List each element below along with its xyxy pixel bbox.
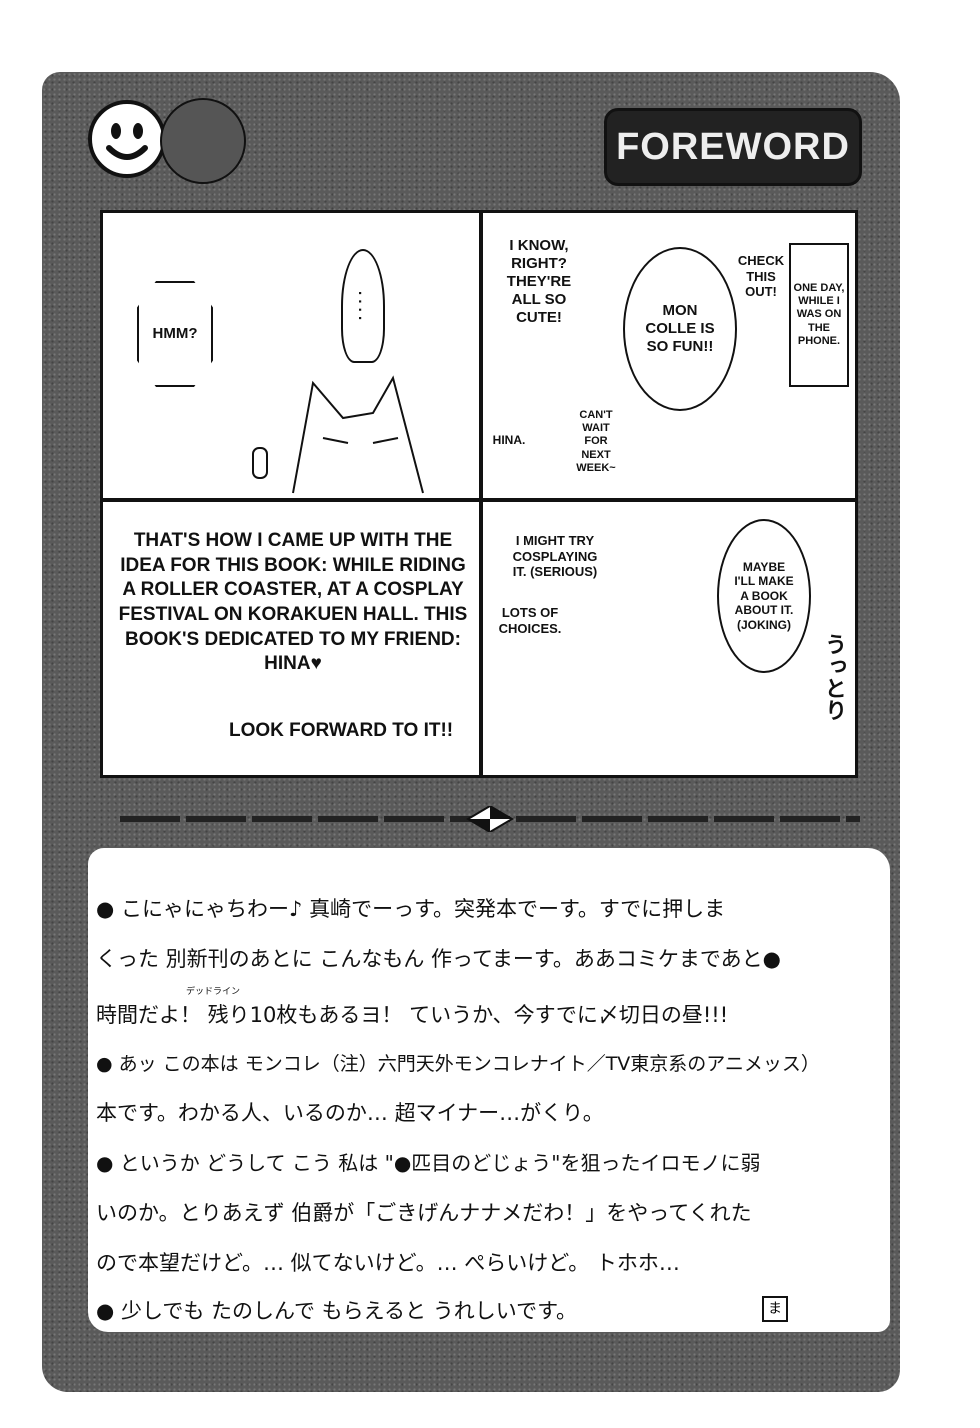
note-line: くった 別新刊のあとに こんなもん 作ってまーす。ああコミケまであと●	[96, 947, 781, 971]
speech-bubble-mon-colle: MON COLLE IS SO FUN!!	[623, 247, 737, 411]
speech-maybe-book-text: MAYBE I'LL MAKE A BOOK ABOUT IT. (JOKING…	[734, 560, 794, 632]
note-line: 本です。わかる人、いるのか… 超マイナー…がくり。	[96, 1101, 604, 1125]
speech-bubble-hmm: HMM?	[137, 281, 213, 387]
speech-cant-wait: CAN'T WAIT FOR NEXT WEEK~	[576, 409, 616, 474]
caption-box: ONE DAY, WHILE I WAS ON THE PHONE.	[789, 243, 849, 387]
empty-circle-icon	[160, 98, 246, 184]
note-line: いのか。とりあえず 伯爵が「ごきげんナナメだわ！」をやってくれた	[96, 1201, 752, 1225]
caption-text: ONE DAY, WHILE I WAS ON THE PHONE.	[793, 282, 845, 347]
note-line: ● 少しでも たのしんで もらえると うれしいです。	[96, 1299, 577, 1323]
comic-panels: HMM? . . . . I KNOW, RIGHT? THEY'RE ALL …	[100, 210, 858, 778]
note-line: ● というか どうして こう 私は "●匹目のどじょう"を狙ったイロモノに弱	[96, 1151, 761, 1175]
speech-hina-reply: I KNOW, RIGHT? THEY'RE ALL SO CUTE!	[506, 237, 572, 326]
note-line: 時間だよ！ 残り10枚もあるヨ！ ていうか、今すでに〆切日の昼!!!	[96, 1003, 729, 1027]
speech-bubble-dots: . . . .	[341, 249, 385, 363]
page-title: FOREWORD	[604, 108, 862, 186]
ornament-divider	[120, 806, 860, 832]
author-notes-box	[88, 848, 890, 1332]
author-signature: ま	[762, 1296, 788, 1322]
cat-on-phone-drawing	[252, 375, 424, 494]
smiley-face-icon	[88, 100, 166, 178]
note-line: ● あッ この本は モンコレ（注）六門天外モンコレナイト／TV東京系のアニメッス…	[96, 1053, 820, 1075]
panel-divider	[479, 213, 483, 775]
look-forward-text: LOOK FORWARD TO IT!!	[229, 720, 454, 741]
speech-cosplay: I MIGHT TRY COSPLAYING IT. (SERIOUS)	[512, 533, 598, 580]
panel-divider	[103, 498, 855, 502]
label-hina: HINA.	[492, 433, 526, 447]
speech-choices: LOTS OF CHOICES.	[498, 605, 562, 636]
note-line: ので本望だけど。… 似てないけど。… ぺらいけど。 トホホ…	[96, 1251, 680, 1275]
note-line: ● こにゃにゃちわー♪ 真崎でーっす。突発本でーす。すでに押しま	[96, 897, 726, 921]
furigana: デッドライン	[186, 987, 241, 997]
narration-text: THAT'S HOW I CAME UP WITH THE IDEA FOR T…	[118, 530, 468, 675]
speech-check-this-out: CHECK THIS OUT!	[737, 253, 785, 300]
sfx-uttori: うっとり	[822, 633, 847, 721]
speech-mon-colle-text: MON COLLE IS SO FUN!!	[645, 302, 715, 355]
speech-bubble-maybe-book: MAYBE I'LL MAKE A BOOK ABOUT IT. (JOKING…	[717, 519, 811, 673]
